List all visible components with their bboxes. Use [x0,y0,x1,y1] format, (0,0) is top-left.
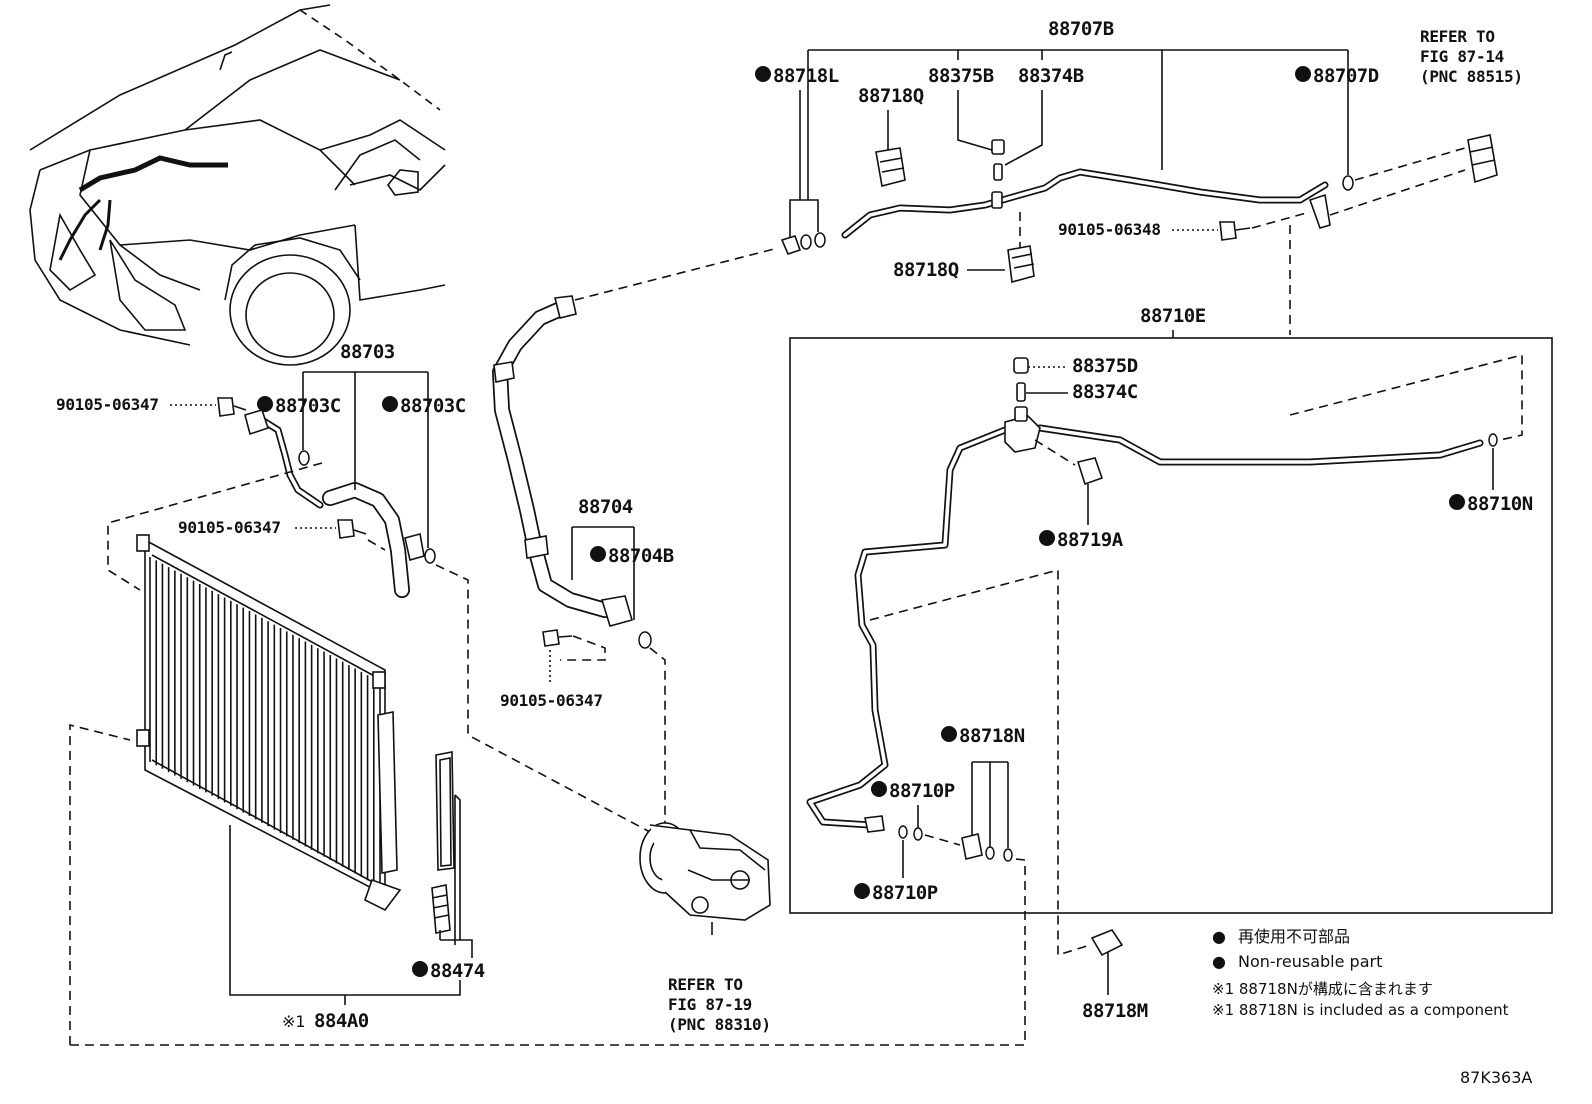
refer-top-line3: (PNC 88515) [1420,67,1523,86]
label-88718M: 88718M [1082,1000,1148,1022]
hose-88703 [244,409,425,598]
label-90105-06347-c: 90105-06347 [500,691,603,710]
label-88703C-a: 88703C [275,395,341,417]
expansion-valve-ref [1467,134,1498,184]
label-88710P-b: 88710P [872,882,938,904]
label-884A0: 884A0 [314,1010,369,1032]
pipe-88707B [841,168,1331,239]
component-mark: ※1 [282,1012,306,1031]
condenser-dash-left [69,723,131,1045]
valve-core-88374C [1016,382,1026,402]
legend-jp-non-reusable: 再使用不可部品 [1238,927,1350,946]
label-88719A: 88719A [1057,529,1124,551]
bolt-90105-06347-c [542,629,560,647]
bolt-90105-06348 [1219,221,1237,241]
label-90105-06347-a: 90105-06347 [56,395,159,414]
label-88710E: 88710E [1140,305,1206,327]
label-88375D: 88375D [1072,355,1138,377]
o-ring-88704B [638,631,652,649]
hose-88704 [492,295,633,627]
refer-bottom-line2: FIG 87-19 [668,995,752,1014]
non-reusable-marker [412,961,428,977]
legend-jp-component-note: ※1 88718Nが構成に含まれます [1212,980,1433,998]
label-88707B: 88707B [1048,18,1114,40]
connect-hose-to-pipe [574,247,779,301]
label-88718Q-bottom: 88718Q [893,259,959,281]
label-88710P-a: 88710P [889,780,955,802]
pipe-88710E [806,415,1484,833]
o-ring-88710N [1488,433,1498,447]
leader-88718N [971,761,1009,848]
refer-top-line2: FIG 87-14 [1420,47,1504,66]
legend-bullet-en: ● [1212,952,1226,971]
legend-en-non-reusable: Non-reusable part [1238,952,1382,971]
label-88704B: 88704B [608,545,674,567]
cap-88375B [991,139,1005,155]
leader-88374B [1004,90,1043,166]
non-reusable-marker [1039,530,1055,546]
non-reusable-marker [871,781,887,797]
refer-top-line1: REFER TO [1420,27,1495,46]
o-ring-88703C-b [424,548,436,564]
refer-bottom-line3: (PNC 88310) [668,1015,771,1034]
clip-88718L [780,235,802,255]
bolt-90105-06347-b [337,519,355,539]
vehicle-illustration [29,4,446,366]
label-88374B: 88374B [1018,65,1084,87]
assembly-box-88710E [789,337,1553,914]
legend-en-component-note: ※1 88718N is included as a component [1212,1001,1509,1019]
label-88718Q-top: 88718Q [858,85,924,107]
label-88704: 88704 [578,496,633,518]
label-88374C: 88374C [1072,381,1138,403]
label-88474: 88474 [430,960,485,982]
non-reusable-marker [382,396,398,412]
clip-88718N [961,833,983,860]
legend: ● 再使用不可部品 ● Non-reusable part ※1 88718Nが… [1212,927,1509,1019]
cap-88375D [1013,357,1029,374]
label-88375B: 88375B [928,65,994,87]
refer-bottom-line1: REFER TO [668,975,743,994]
non-reusable-marker [590,546,606,562]
legend-bullet-jp: ● [1212,927,1226,946]
leader-88707B [807,49,1349,200]
leader-88703 [302,371,429,548]
label-90105-06348: 90105-06348 [1058,220,1161,239]
o-ring-88710P-b [898,825,908,839]
leader-88704 [571,526,635,620]
label-88703: 88703 [340,341,395,363]
non-reusable-marker [755,66,771,82]
o-ring-88703C-a [298,450,310,466]
compressor [639,822,771,921]
clip-88718M [1090,929,1124,957]
clamp-88718Q-top [875,147,906,187]
label-88710N: 88710N [1467,493,1533,515]
leader-88375B [957,90,993,151]
bolt-90105-06347-a [217,397,235,417]
label-88707D: 88707D [1313,65,1379,87]
o-ring-88710P-a [913,827,923,841]
non-reusable-marker [941,726,957,742]
label-88703C-b: 88703C [400,395,466,417]
label-88718L: 88718L [773,65,839,87]
non-reusable-marker [1449,494,1465,510]
leader-88718L [789,90,819,240]
non-reusable-marker [854,883,870,899]
o-ring-88707D [1342,175,1354,191]
valve-core-88374B [993,163,1003,181]
non-reusable-marker [257,396,273,412]
non-reusable-marker [1295,66,1311,82]
figure-code: 87K363A [1460,1068,1532,1087]
label-90105-06347-b: 90105-06347 [178,518,281,537]
pressure-switch-88719A [1076,457,1104,486]
label-88718N: 88718N [959,725,1025,747]
condenser-884A0 [136,534,402,912]
desiccant-88474 [431,884,451,934]
